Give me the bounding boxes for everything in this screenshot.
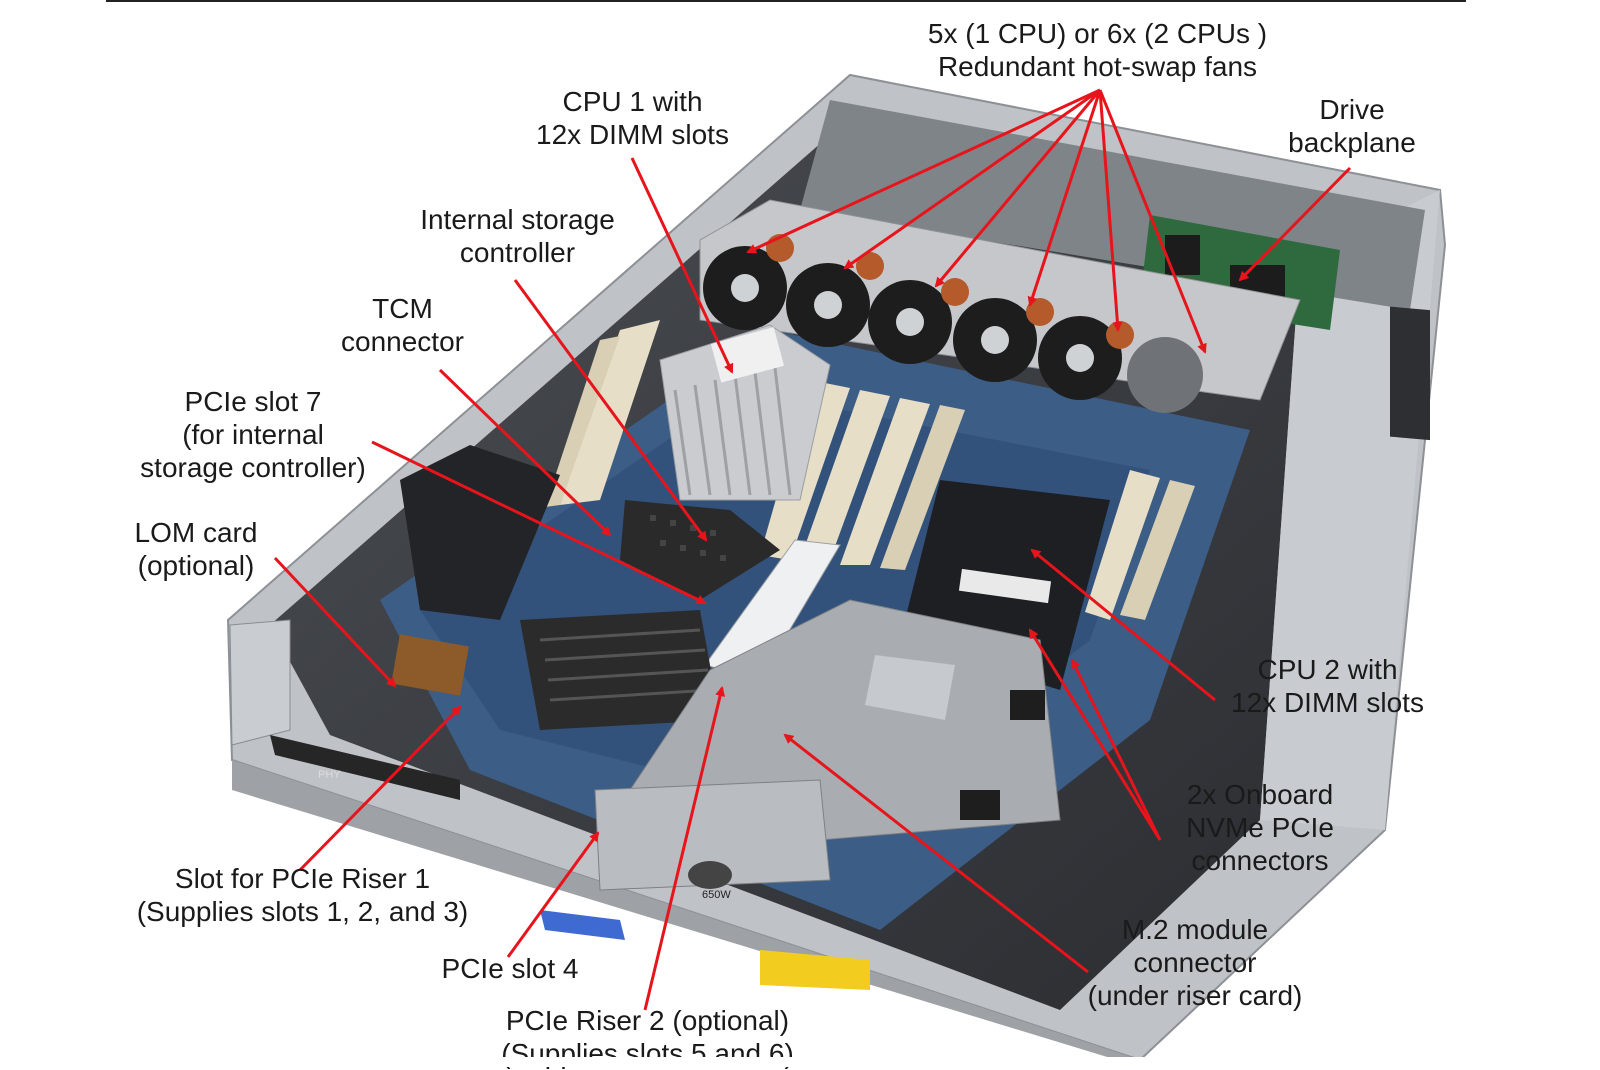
label-cpu1-line2: 12x DIMM slots [536, 119, 729, 150]
label-tcm-line1: TCM [372, 293, 433, 324]
label-drive-backplane-line2: backplane [1288, 127, 1416, 158]
cpu1-dimm-slots [545, 320, 965, 570]
label-m2: M.2 module connector (under riser card) [1070, 913, 1320, 1012]
port-label: PHY [318, 769, 341, 781]
label-cpu2-line1: CPU 2 with [1257, 654, 1398, 685]
arrow-riser2 [643, 686, 726, 1011]
label-pcie-slot7-line1: PCIe slot 7 [184, 386, 322, 417]
label-nvme-line1: 2x Onboard [1186, 779, 1334, 810]
label-pcie-slot4: PCIe slot 4 [430, 952, 590, 985]
psu-label: 650W [702, 889, 731, 901]
arrow-nvme-1 [1028, 628, 1162, 841]
arrow-nvme-2 [1070, 658, 1162, 841]
label-drive-backplane-line1: Drive [1319, 94, 1385, 125]
label-lom-line1: LOM card [134, 517, 258, 548]
fan-cage [699, 199, 1301, 413]
bottom-edge [0, 1057, 1600, 1067]
arrow-cpu1 [630, 157, 734, 374]
label-cpu1: CPU 1 with 12x DIMM slots [525, 85, 740, 151]
label-cpu2: CPU 2 with 12x DIMM slots [1220, 653, 1435, 719]
label-cpu1-line1: CPU 1 with [562, 86, 703, 117]
label-riser2-line1: PCIe Riser 2 (optional) [505, 1005, 790, 1036]
label-fans-line1: 5x (1 CPU) or 6x (2 CPUs ) [927, 18, 1268, 49]
label-lom-line2: (optional) [137, 550, 255, 581]
arrow-fans-6 [1098, 89, 1207, 354]
label-tcm-line2: connector [341, 326, 464, 357]
rear-io [229, 619, 870, 990]
label-m2-line1: M.2 module [1121, 914, 1269, 945]
label-fans: 5x (1 CPU) or 6x (2 CPUs ) Redundant hot… [900, 17, 1295, 83]
arrow-fans-1 [746, 88, 1101, 254]
label-pcie-slot7-line2: (for internal [182, 419, 324, 450]
label-m2-line3: (under riser card) [1087, 980, 1303, 1011]
label-cpu2-line2: 12x DIMM slots [1231, 687, 1424, 718]
callout-arrows [273, 88, 1352, 1011]
label-pcie-slot7-line3: storage controller) [140, 452, 366, 483]
arrow-backplane [1238, 166, 1352, 282]
label-internal-storage: Internal storage controller [405, 203, 630, 269]
cpu2-dimm-slots [1085, 470, 1195, 620]
label-internal-storage-line2: controller [459, 237, 576, 268]
arrow-m2 [783, 733, 1089, 974]
label-nvme: 2x Onboard NVMe PCIe connectors [1165, 778, 1355, 877]
cpu1-heatsink [659, 324, 831, 501]
arrow-cpu2 [1030, 548, 1216, 702]
riser1-cards [520, 610, 720, 730]
label-nvme-line3: connectors [1191, 845, 1329, 876]
arrow-fans-2 [843, 88, 1101, 270]
label-riser1-line2: (Supplies slots 1, 2, and 3) [136, 896, 469, 927]
label-m2-line2: connector [1133, 947, 1257, 978]
arrow-lom [273, 556, 397, 688]
storage-controller [620, 500, 780, 600]
fan-row [703, 234, 1203, 413]
arrow-slot4 [506, 831, 600, 958]
top-rule [106, 0, 1466, 2]
label-nvme-line2: NVMe PCIe [1186, 812, 1334, 843]
arrow-tcm [438, 368, 612, 537]
arrow-slot7 [371, 440, 707, 605]
arrow-riser1 [298, 705, 462, 872]
label-drive-backplane: Drive backplane [1273, 93, 1431, 159]
label-riser1: Slot for PCIe Riser 1 (Supplies slots 1,… [115, 862, 490, 928]
label-riser1-line1: Slot for PCIe Riser 1 [174, 863, 431, 894]
label-internal-storage-line1: Internal storage [420, 204, 615, 235]
label-fans-line2: Redundant hot-swap fans [937, 51, 1258, 82]
arrow-fans-5 [1098, 89, 1123, 332]
arrow-fans-3 [934, 89, 1102, 288]
label-pcie-slot7: PCIe slot 7 (for internal storage contro… [122, 385, 384, 484]
label-pcie-slot4-line1: PCIe slot 4 [441, 953, 579, 984]
label-lom: LOM card (optional) [122, 516, 270, 582]
label-tcm: TCM connector [330, 292, 475, 358]
arrow-fans-4 [1027, 89, 1102, 307]
air-duct [400, 445, 560, 620]
arrow-storage [513, 279, 708, 542]
